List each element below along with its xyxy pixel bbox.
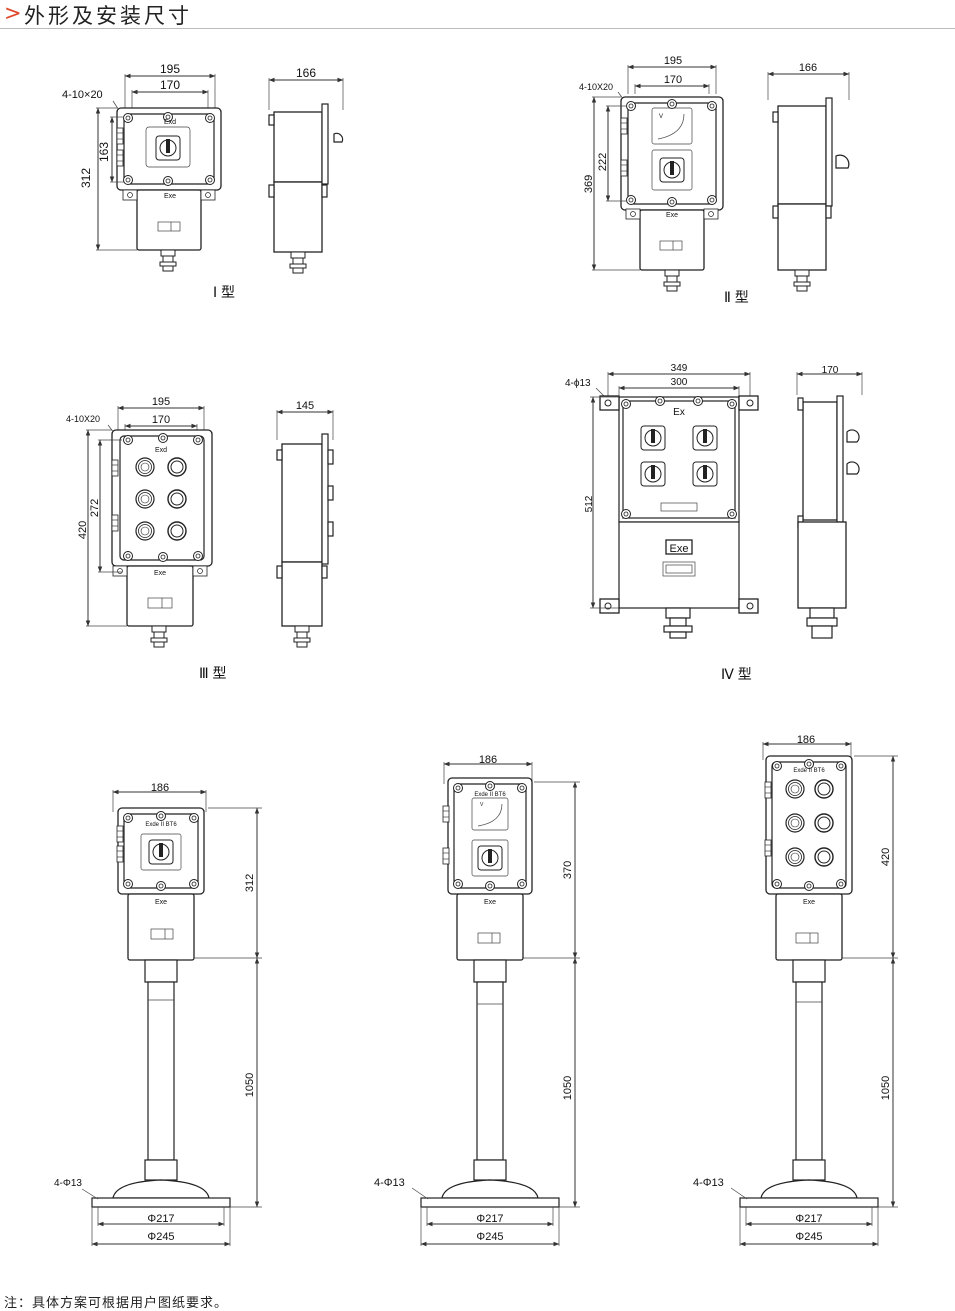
t4-mark-exe: Exe — [670, 543, 689, 555]
t3-dim-width-inner: 170 — [152, 414, 170, 426]
t4-label: Ⅳ 型 — [721, 666, 752, 682]
s3-dim-width: 186 — [797, 734, 815, 746]
t1-dim-height-upper: 163 — [97, 142, 111, 162]
type-4-front-view: 349 300 4-ϕ13 Ex Exe 512 — [565, 363, 759, 639]
t1-dim-holes: 4-10×20 — [62, 89, 103, 101]
svg-text:V: V — [480, 802, 484, 808]
section-header: > 外形及安装尺寸 — [0, 0, 955, 29]
t4-dim-depth: 170 — [822, 365, 839, 376]
t2-dim-holes: 4-10X20 — [579, 82, 613, 92]
t1-dim-depth: 166 — [296, 66, 316, 80]
t1-dim-width-outer: 195 — [160, 62, 180, 76]
t4-dim-holes: 4-ϕ13 — [565, 378, 591, 389]
t1-label: Ⅰ 型 — [213, 284, 235, 300]
type-4-side-view: 170 — [796, 365, 863, 639]
t2-dim-depth: 166 — [799, 62, 817, 74]
s2-mark-top: Exde II BT6 — [474, 792, 506, 798]
section-title: 外形及安装尺寸 — [24, 4, 192, 28]
t3-dim-height-upper: 272 — [89, 499, 101, 517]
s2-dim-pole-height: 1050 — [562, 1076, 574, 1100]
t1-mark-exd: Exd — [164, 119, 176, 126]
t1-mark-exe: Exe — [164, 193, 176, 200]
type-3-side-view: 145 — [276, 400, 334, 648]
s1-dim-width: 186 — [151, 782, 169, 794]
s1-mark-top: Exde II BT6 — [145, 822, 177, 828]
s3-mark-exe: Exe — [803, 899, 815, 906]
t1-dim-height-total: 312 — [79, 168, 93, 188]
type-2-front-view: 195 170 4-10X20 V Exe 369 222 — [579, 55, 724, 292]
t3-label: Ⅲ 型 — [199, 665, 227, 681]
footnote: 注：具体方案可根据用户图纸要求。 — [4, 1296, 229, 1311]
s2-dim-base-outer: Φ245 — [476, 1231, 503, 1243]
t2-mark-exe: Exe — [666, 212, 678, 219]
t3-mark-exe: Exe — [154, 570, 166, 577]
s3-dim-holes: 4-Φ13 — [693, 1177, 724, 1189]
t4-dim-height-total: 512 — [584, 495, 595, 512]
stand-3: 186 Exde II BT6 Exe 420 1050 4-Φ13 — [693, 734, 898, 1247]
stand-1: 186 Exde II BT6 Exe 312 1050 4-Φ13 — [54, 782, 262, 1247]
chevron-right-icon: > — [4, 1, 22, 25]
s1-dim-base-inner: Φ217 — [147, 1213, 174, 1225]
t1-dim-width-inner: 170 — [160, 78, 180, 92]
t2-label: Ⅱ 型 — [724, 289, 749, 305]
t3-dim-height-total: 420 — [77, 521, 89, 539]
t3-dim-width-outer: 195 — [152, 396, 170, 408]
svg-text:V: V — [659, 114, 663, 120]
t2-dim-width-outer: 195 — [664, 55, 682, 67]
s3-dim-base-inner: Φ217 — [795, 1213, 822, 1225]
t2-dim-width-inner: 170 — [664, 74, 682, 86]
t4-mark-ex: Ex — [673, 407, 685, 418]
t3-mark-exd: Exd — [155, 447, 167, 454]
s1-mark-exe: Exe — [155, 899, 167, 906]
stand-2: 186 V Exde II BT6 Exe 370 1050 4-Φ13 — [374, 754, 580, 1247]
s3-dim-box-height: 420 — [880, 848, 892, 866]
t3-dim-depth: 145 — [296, 400, 314, 412]
t4-dim-width-outer: 349 — [671, 363, 688, 374]
s2-dim-base-inner: Φ217 — [476, 1213, 503, 1225]
s1-dim-base-outer: Φ245 — [147, 1231, 174, 1243]
s3-dim-pole-height: 1050 — [880, 1076, 892, 1100]
s3-dim-base-outer: Φ245 — [795, 1231, 822, 1243]
t2-dim-height-total: 369 — [583, 175, 595, 193]
s2-mark-exe: Exe — [484, 899, 496, 906]
t3-dim-holes: 4-10X20 — [66, 414, 100, 424]
t2-dim-height-upper: 222 — [597, 153, 609, 171]
s1-dim-pole-height: 1050 — [244, 1073, 256, 1097]
s1-dim-box-height: 312 — [244, 874, 256, 892]
t4-dim-width-inner: 300 — [671, 377, 688, 388]
type-2-side-view: 166 — [767, 62, 850, 292]
type-1-front-view: 195 170 4-10×20 Exd Exe 312 163 — [62, 62, 222, 272]
type-1-side-view: 166 — [268, 66, 344, 274]
s2-dim-box-height: 370 — [562, 861, 574, 879]
s2-dim-width: 186 — [479, 754, 497, 766]
s1-dim-holes: 4-Φ13 — [54, 1178, 82, 1189]
type-3-front-view: 195 170 4-10X20 Exd Exe 420 272 — [66, 396, 213, 648]
s2-dim-holes: 4-Φ13 — [374, 1177, 405, 1189]
s3-mark-top: Exde II BT6 — [793, 768, 825, 774]
